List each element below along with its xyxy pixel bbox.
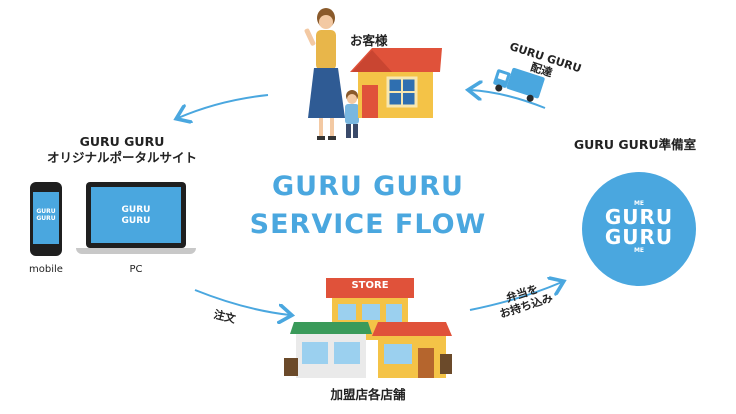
title-line2: SERVICE FLOW [249, 209, 487, 240]
portal-label: GURU GURU オリジナルポータルサイト [22, 134, 222, 166]
mobile-label: mobile [29, 264, 63, 275]
logo-line1: GURU [604, 205, 674, 229]
pc-screen: GURU GURU [91, 187, 181, 243]
customer-label: お客様 [350, 33, 388, 48]
woman-figure [304, 8, 345, 140]
mobile-device: GURU GURU [30, 182, 62, 256]
pc-screen-line2: GURU [121, 216, 151, 226]
prep-room-label: GURU GURU準備室 [573, 137, 697, 152]
pc-device: GURU GURU [86, 182, 186, 248]
service-flow-title: GURU GURU SERVICE FLOW [248, 168, 488, 244]
mobile-screen: GURU GURU [33, 192, 59, 244]
pc-label: PC [129, 264, 143, 275]
store-sign: STORE [351, 280, 389, 291]
arrow-portal-to-stores [194, 289, 290, 315]
house-icon [350, 48, 442, 118]
pc-base [76, 248, 196, 254]
arrow-prep-to-customer [470, 90, 546, 109]
child-figure [345, 90, 359, 138]
logo-small-top: ME [633, 200, 645, 207]
mobile-screen-line1: GURU [36, 208, 56, 215]
green-store [284, 322, 372, 378]
logo-line2: GURU [604, 225, 674, 249]
pc-screen-line1: GURU [121, 205, 151, 215]
portal-label-line2: オリジナルポータルサイト [46, 150, 197, 165]
logo-small-bottom: ME [633, 247, 645, 254]
orange-store [372, 322, 452, 378]
mobile-screen-line2: GURU [36, 215, 56, 222]
arrow-customer-to-portal [178, 94, 269, 118]
portal-label-line1: GURU GURU [79, 134, 165, 149]
title-line1: GURU GURU [271, 171, 464, 202]
arrow-stores-to-prep [469, 282, 562, 311]
guru-guru-logo: ME GURU GURU ME [582, 172, 696, 286]
stores-label: 加盟店各店舗 [330, 387, 406, 402]
